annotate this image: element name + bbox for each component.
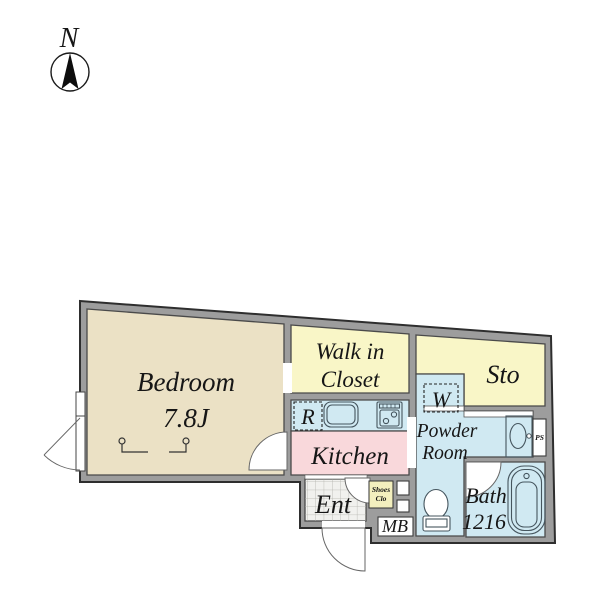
shaft-box-upper — [396, 480, 410, 496]
stove-icon — [376, 401, 403, 429]
kitchen-floor — [290, 430, 410, 476]
light-outlet-symbol-right — [169, 437, 190, 453]
entrance-door-arc — [321, 527, 366, 572]
storage-label: Sto — [486, 360, 519, 389]
bedroom-closet-opening — [283, 363, 292, 393]
kitchen-label: Kitchen — [310, 443, 389, 470]
bedroom-size-label: 7.8J — [163, 403, 211, 433]
entrance-step — [304, 474, 368, 480]
bathtub-icon — [507, 465, 546, 535]
bath-door-arc — [465, 461, 502, 498]
north-label: N — [59, 23, 80, 54]
pipe-space-label: PS — [535, 433, 544, 442]
washbasin-icon — [505, 415, 533, 458]
bedroom-floor — [86, 308, 285, 476]
washer-space-box — [423, 383, 459, 413]
meter-box-label: MB — [381, 516, 408, 536]
walk-in-closet-label-line1: Walk in — [316, 339, 385, 364]
refrigerator-label: R — [300, 404, 315, 429]
refrigerator-space-box — [293, 401, 323, 431]
kitchen-powder-opening — [407, 417, 416, 468]
entrance-door-opening — [322, 521, 365, 529]
bedroom-label: Bedroom — [137, 367, 235, 397]
washer-label: W — [432, 387, 452, 412]
storage-door-track — [423, 405, 465, 412]
shoes-closet-label-line2: Clo — [376, 494, 387, 503]
compass-needle — [61, 53, 79, 89]
north-compass-icon: N — [50, 23, 90, 92]
meter-box — [377, 516, 414, 537]
bedroom-door-arc — [248, 431, 288, 471]
window-swing-arc — [43, 454, 81, 471]
kitchen-sink-icon — [323, 401, 359, 428]
powder-room-label-line1: Powder — [416, 421, 478, 442]
shaft-box-lower — [396, 499, 410, 513]
window-leaf — [43, 417, 81, 456]
powder-room-label-line2: Room — [421, 443, 468, 464]
bedroom-window — [43, 391, 86, 472]
entrance-label: Ent — [314, 490, 352, 519]
light-outlet-symbol-left — [118, 437, 148, 453]
washstand-counter — [463, 410, 534, 418]
bath-label: Bath — [465, 483, 507, 508]
pipe-space-box — [532, 418, 547, 457]
toilet-icon — [422, 488, 451, 532]
walk-in-closet-label-line2: Closet — [321, 367, 380, 392]
shoes-closet-box — [368, 480, 394, 509]
bath-size-label: 1216 — [462, 509, 506, 534]
shoes-closet-label-line1: Shoes — [372, 485, 390, 494]
